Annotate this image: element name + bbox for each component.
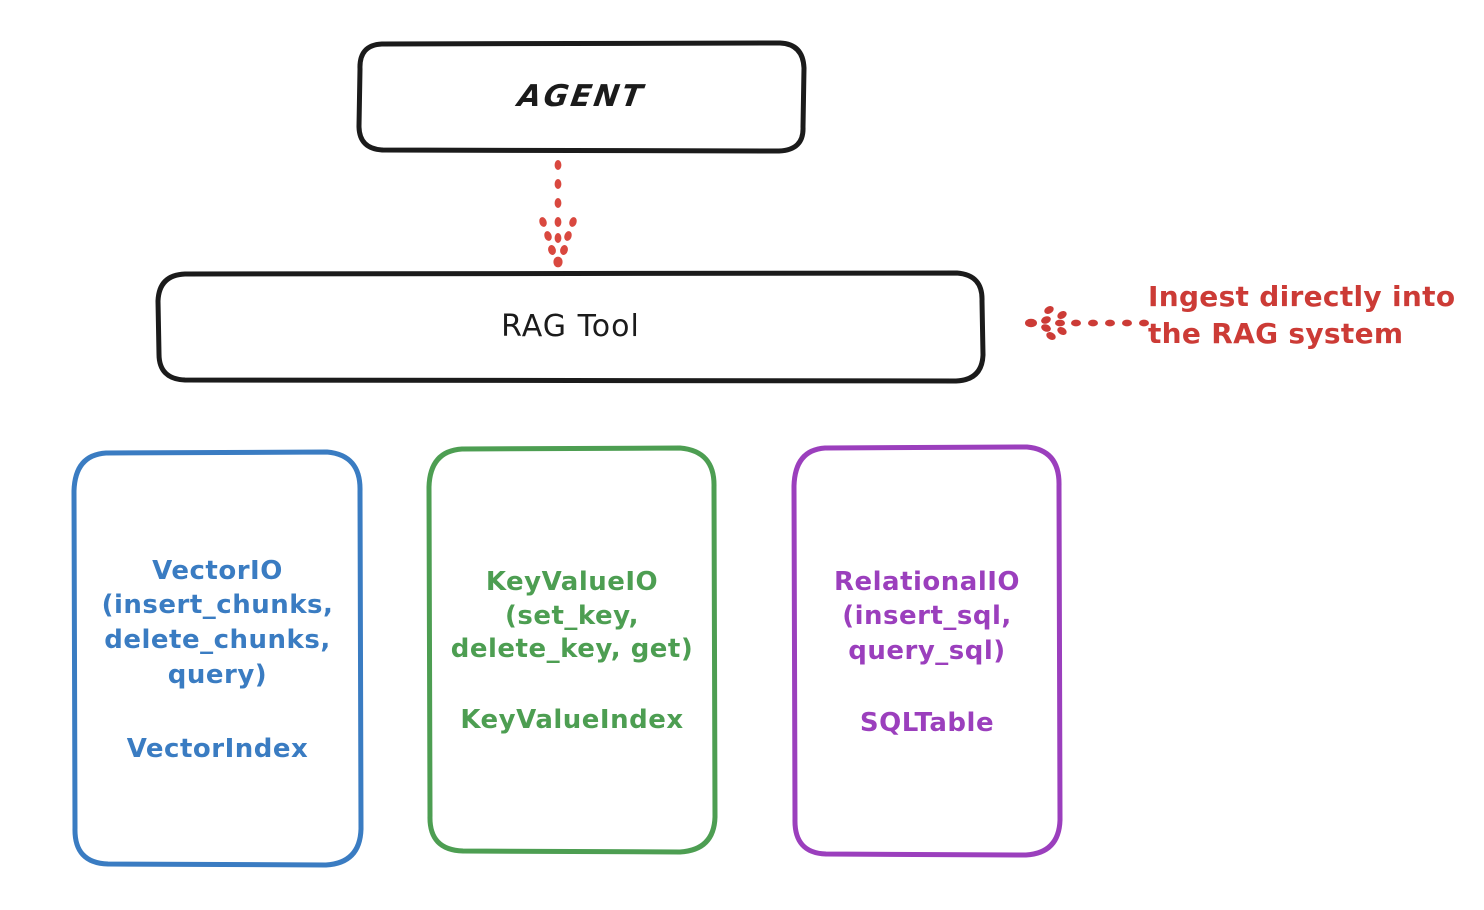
- node-relational-io-label: RelationalIO (insert_sql, query_sql): [833, 566, 1021, 666]
- node-rag-tool-label: RAG Tool: [501, 308, 640, 344]
- annotation-ingest-note: Ingest directly into the RAG system: [1148, 280, 1456, 350]
- node-key-value-io[interactable]: KeyValueIO (set_key, delete_key, get) Ke…: [424, 445, 720, 856]
- node-key-value-io-label: KeyValueIO (set_key, delete_key, get): [450, 566, 694, 665]
- agent-box-outline: [356, 40, 807, 154]
- node-relational-io-sublabel: SQLTable: [859, 708, 995, 739]
- node-vector-io[interactable]: VectorIO (insert_chunks, delete_chunks, …: [69, 449, 366, 869]
- node-key-value-io-sublabel: KeyValueIndex: [460, 705, 684, 736]
- node-rag-tool[interactable]: RAG Tool: [155, 270, 986, 384]
- connector-agent-to-rag-tool: [539, 160, 577, 268]
- key-value-io-box-outline: [426, 445, 718, 855]
- rag-tool-box-outline: [155, 270, 986, 384]
- vector-io-box-outline: [71, 449, 364, 868]
- connector-note-to-rag-tool: [1025, 306, 1149, 340]
- node-agent-label: AGENT: [515, 78, 648, 114]
- node-vector-io-sublabel: VectorIndex: [126, 734, 309, 765]
- node-agent[interactable]: AGENT: [356, 40, 807, 154]
- node-vector-io-label: VectorIO (insert_chunks, delete_chunks, …: [101, 555, 334, 690]
- node-relational-io[interactable]: RelationalIO (insert_sql, query_sql) SQL…: [789, 444, 1065, 859]
- relational-io-box-outline: [791, 444, 1063, 858]
